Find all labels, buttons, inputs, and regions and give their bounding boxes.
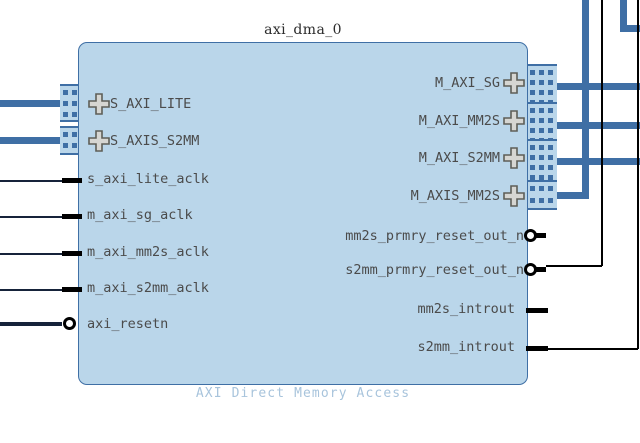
port-label-s-axi-lite-aclk: s_axi_lite_aclk [87, 171, 209, 187]
wire-m-axi-sg-aclk[interactable] [0, 216, 62, 218]
wire-m-axi-s2mm[interactable] [546, 158, 640, 165]
port-label-s-axi-lite: S_AXI_LITE [110, 96, 192, 112]
pin-stub-m-axi-mm2s-aclk[interactable] [62, 251, 82, 256]
wire-signal-trunk-2[interactable] [637, 0, 639, 349]
wire-bus-elbow-vertical[interactable] [620, 0, 627, 32]
port-label-mm2s-introut: mm2s_introut [417, 301, 515, 317]
wire-bus-trunk-vertical[interactable] [582, 0, 589, 199]
port-label-m-axi-s2mm-aclk: m_axi_s2mm_aclk [87, 280, 209, 296]
port-label-m-axi-sg: M_AXI_SG [434, 75, 500, 91]
wire-s-axi-lite[interactable] [0, 100, 60, 107]
wire-m-axi-s2mm-aclk[interactable] [0, 289, 62, 291]
expand-plus-icon-m-axi-mm2s[interactable] [503, 110, 525, 132]
pin-stub-s2mm-prmry-reset-out-n-tail[interactable] [536, 267, 546, 272]
port-label-m-axi-mm2s-aclk: m_axi_mm2s_aclk [87, 244, 209, 260]
port-label-m-axi-mm2s: M_AXI_MM2S [418, 113, 500, 129]
wire-mm2s-introut-horizontal[interactable] [546, 265, 602, 267]
wire-m-axis-mm2s[interactable] [546, 192, 589, 199]
expand-plus-icon-m-axi-s2mm[interactable] [503, 147, 525, 169]
port-label-m-axi-s2mm: M_AXI_S2MM [418, 150, 500, 166]
pin-stub-mm2s-prmry-reset-out-n-tail[interactable] [536, 233, 546, 238]
pin-stub-mm2s-introut[interactable] [526, 308, 548, 313]
port-label-m-axis-mm2s: M_AXIS_MM2S [410, 188, 500, 204]
ip-block-axi-dma[interactable] [78, 42, 528, 385]
port-label-mm2s-prmry-reset-out-n: mm2s_prmry_reset_out_n [345, 228, 524, 244]
port-label-m-axi-sg-aclk: m_axi_sg_aclk [87, 207, 193, 223]
expand-plus-icon-m-axi-sg[interactable] [503, 72, 525, 94]
wire-axi-resetn[interactable] [0, 322, 62, 326]
expand-plus-icon-m-axis-mm2s[interactable] [503, 185, 525, 207]
port-label-axi-resetn: axi_resetn [87, 316, 169, 332]
wire-signal-trunk-1[interactable] [601, 0, 603, 266]
pin-bubble-s2mm-prmry-reset-out-n[interactable] [524, 263, 537, 276]
block-instance-title: axi_dma_0 [264, 22, 342, 38]
port-label-s2mm-introut: s2mm_introut [417, 339, 515, 355]
wire-bus-elbow-horizontal[interactable] [620, 25, 640, 32]
block-type-caption: AXI Direct Memory Access [195, 386, 411, 401]
wire-s2mm-introut-horizontal[interactable] [546, 348, 638, 350]
pin-bubble-mm2s-prmry-reset-out-n[interactable] [524, 229, 537, 242]
pin-stub-s2mm-introut[interactable] [526, 346, 548, 351]
port-label-s-axis-s2mm: S_AXIS_S2MM [110, 133, 200, 149]
wire-s-axis-s2mm[interactable] [0, 137, 60, 144]
expand-plus-icon-s-axi-lite[interactable] [88, 93, 110, 115]
expand-plus-icon-s-axis-s2mm[interactable] [88, 130, 110, 152]
wire-m-axi-mm2s[interactable] [546, 122, 640, 129]
bus-connector-m-axis-mm2s[interactable] [527, 180, 557, 210]
pin-bubble-axi-resetn[interactable] [63, 317, 76, 330]
wire-m-axi-mm2s-aclk[interactable] [0, 253, 62, 255]
wire-m-axi-sg[interactable] [546, 83, 640, 90]
pin-stub-m-axi-sg-aclk[interactable] [62, 214, 82, 219]
bus-connector-m-axi-s2mm[interactable] [527, 139, 557, 185]
wire-s-axi-lite-aclk[interactable] [0, 180, 62, 182]
pin-stub-s-axi-lite-aclk[interactable] [62, 178, 82, 183]
port-label-s2mm-prmry-reset-out-n: s2mm_prmry_reset_out_n [345, 262, 524, 278]
bus-connector-s-axi-lite[interactable] [60, 84, 82, 122]
bus-connector-s-axis-s2mm[interactable] [60, 126, 82, 155]
pin-stub-m-axi-s2mm-aclk[interactable] [62, 287, 82, 292]
